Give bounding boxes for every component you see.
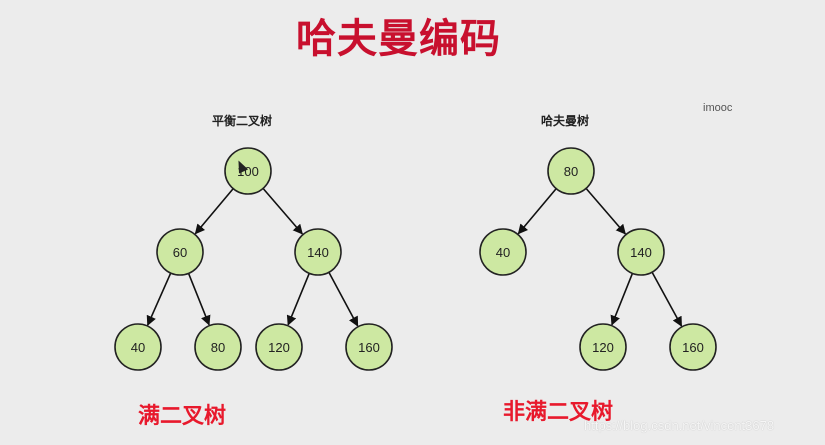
balanced-binary-tree: 100 60 140 40 80 120 160 <box>114 147 393 371</box>
tree-edge-arrow <box>194 188 234 235</box>
tree-node <box>194 323 242 371</box>
tree-edge-arrow <box>262 187 303 235</box>
tree-node-value: 120 <box>592 340 614 355</box>
tree-edge-arrow <box>651 271 683 327</box>
tree-node-value: 40 <box>496 245 510 260</box>
tree-node-value: 80 <box>564 164 578 179</box>
tree-node <box>617 228 665 276</box>
tree-node <box>579 323 627 371</box>
tree-edge-arrow <box>286 272 311 326</box>
tree-node <box>669 323 717 371</box>
tree-node <box>294 228 342 276</box>
tree-node <box>255 323 303 371</box>
caption-full-binary-tree: 满二叉树 <box>138 404 227 429</box>
tree-node <box>479 228 527 276</box>
tree-edge-arrow <box>146 272 172 326</box>
tree-label-balanced: 平衡二叉树 <box>212 114 273 128</box>
tree-node-value: 160 <box>682 340 704 355</box>
tree-edge-arrow <box>585 187 626 235</box>
tree-node-value: 80 <box>211 340 225 355</box>
tree-node-value: 60 <box>173 245 187 260</box>
tree-node <box>547 147 595 195</box>
page-title: 哈夫曼编码 <box>296 16 501 62</box>
tree-node-value: 40 <box>131 340 145 355</box>
tree-node <box>114 323 162 371</box>
tree-node-value: 140 <box>630 245 652 260</box>
caption-non-full-binary-tree: 非满二叉树 <box>503 400 614 425</box>
tree-edge-arrow <box>187 273 211 326</box>
huffman-tree: 80 40 140 120 160 <box>479 147 717 371</box>
tree-node-value: 120 <box>268 340 290 355</box>
tree-node-value: 100 <box>237 164 259 179</box>
tree-node-value: 160 <box>358 340 380 355</box>
tree-node <box>224 147 272 195</box>
tree-label-huffman: 哈夫曼树 <box>541 114 590 128</box>
tree-edge-arrow <box>610 273 634 326</box>
tree-edge-arrow <box>517 188 557 235</box>
tree-node <box>156 228 204 276</box>
tree-edge-arrow <box>328 271 359 327</box>
imooc-watermark: imooc <box>703 102 733 114</box>
tree-node-value: 140 <box>307 245 329 260</box>
url-watermark: https://blog.csdn.net/vincent3678 <box>584 418 775 433</box>
tree-node <box>345 323 393 371</box>
